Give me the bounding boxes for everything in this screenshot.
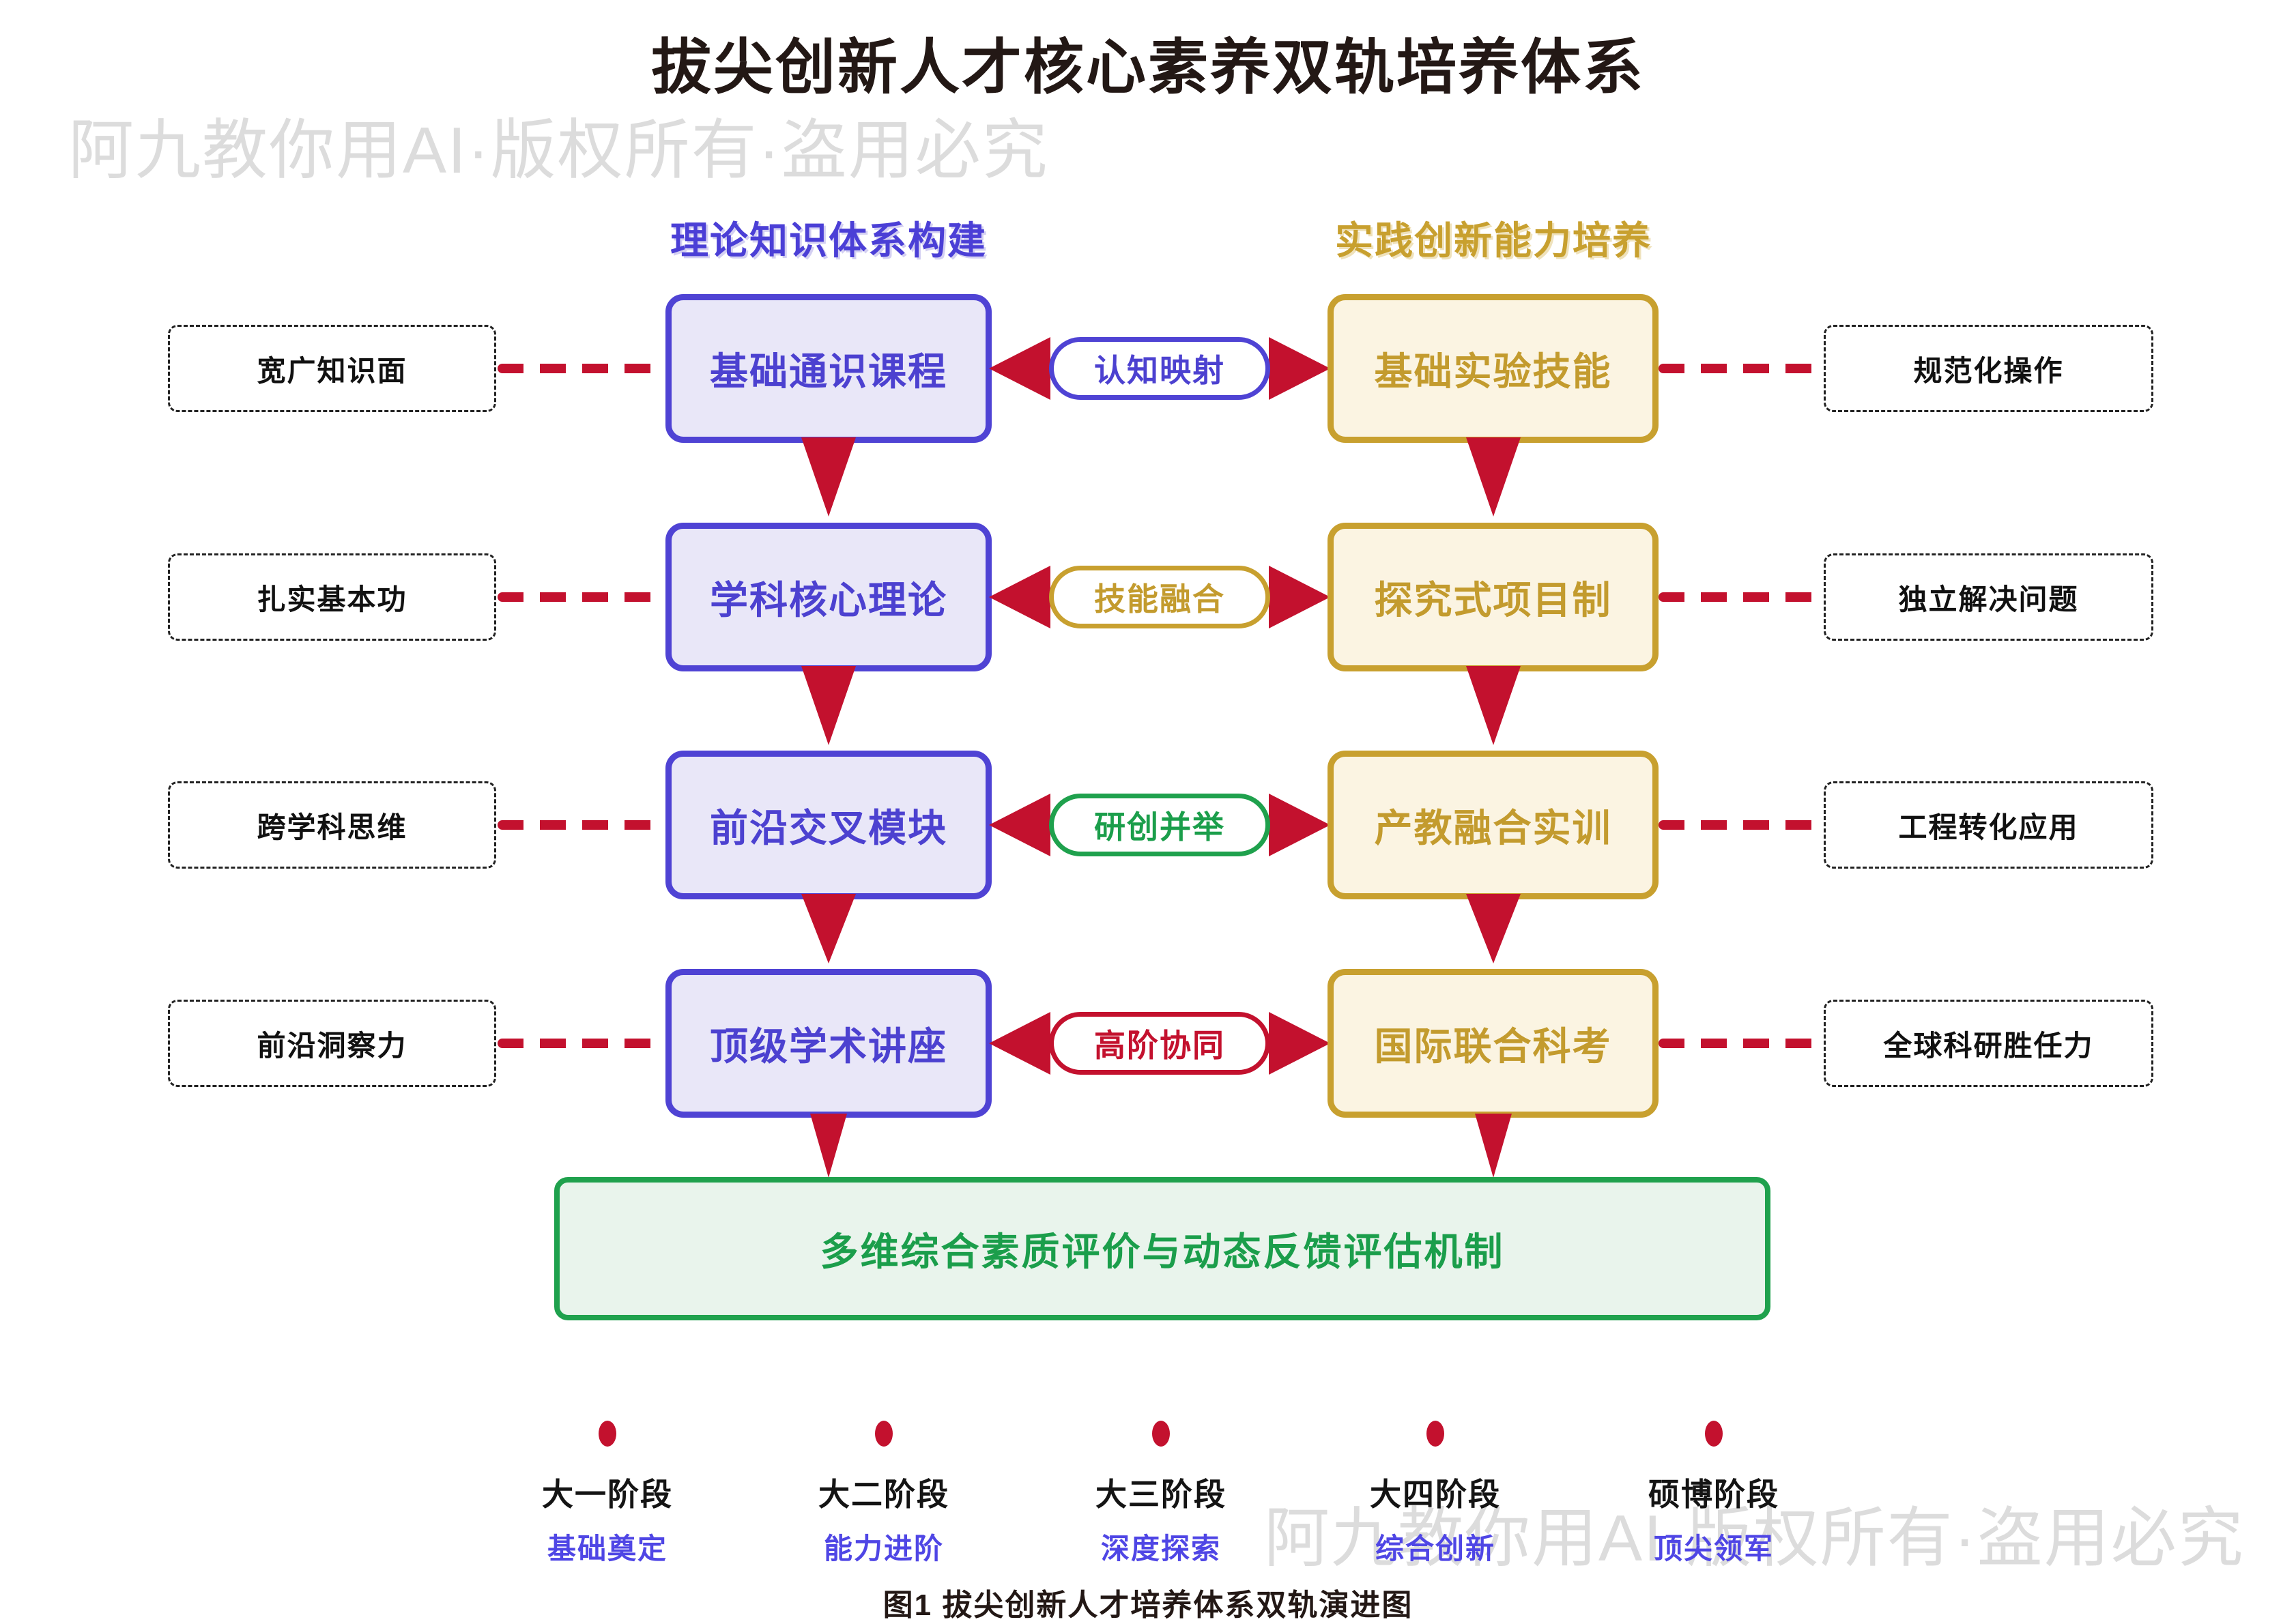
stage-legend: 大一阶段 基础奠定 大二阶段 能力进阶 大三阶段 深度探索 大四阶段 综合创新 …	[0, 1421, 2296, 1567]
evaluation-box: 多维综合素质评价与动态反馈评估机制	[554, 1177, 1770, 1320]
stage-focus-label: 顶尖领军	[1653, 1533, 1774, 1565]
figure-caption: 图1 拔尖创新人才培养体系双轨演进图	[882, 1589, 1414, 1622]
practice-box: 探究式项目制	[1328, 523, 1659, 671]
stage-focus-label: 基础奠定	[547, 1533, 668, 1565]
trait-box-right: 规范化操作	[1824, 325, 2153, 412]
trait-box-right: 独立解决问题	[1824, 553, 2153, 641]
dashed-connector-right	[1659, 820, 1824, 830]
arrow-left-icon	[989, 794, 1050, 856]
stage-dot-icon	[1426, 1421, 1444, 1447]
trait-box-left: 前沿洞察力	[168, 1000, 496, 1087]
legend-item: 硕博阶段 顶尖领军	[1591, 1421, 1837, 1567]
theory-box: 前沿交叉模块	[665, 751, 992, 899]
stage-label: 大二阶段	[818, 1477, 949, 1512]
stage-focus-label: 综合创新	[1375, 1533, 1495, 1565]
arrow-right-icon	[1269, 337, 1330, 400]
down-arrow-icon	[801, 437, 856, 517]
watermark-bottom: 阿九教你用AI·版权所有·盗用必究	[1264, 1502, 2245, 1575]
dashed-connector-left	[498, 592, 665, 602]
theory-box: 学科核心理论	[665, 523, 992, 671]
bridge-badge: 认知映射	[1049, 337, 1270, 400]
arrow-left-icon	[989, 566, 1050, 628]
trait-box-left: 跨学科思维	[168, 781, 496, 869]
arrow-right-icon	[1269, 1012, 1330, 1075]
theory-box: 基础通识课程	[665, 294, 992, 443]
practice-box: 基础实验技能	[1328, 294, 1659, 443]
stage-label: 大一阶段	[542, 1477, 673, 1512]
legend-item: 大四阶段 综合创新	[1312, 1421, 1558, 1567]
theory-box: 顶级学术讲座	[665, 969, 992, 1118]
down-arrow-icon	[1475, 1114, 1512, 1178]
down-arrow-icon	[1466, 894, 1521, 963]
legend-item: 大一阶段 基础奠定	[485, 1421, 730, 1567]
row-stage-4: 前沿洞察力 顶级学术讲座 高阶协同 国际联合科考 全球科研胜任力	[0, 969, 2296, 1178]
arrow-left-icon	[989, 1012, 1050, 1075]
row-stage-1: 宽广知识面 基础通识课程 认知映射 基础实验技能 规范化操作	[0, 294, 2296, 517]
arrow-right-icon	[1269, 566, 1330, 628]
down-arrow-icon	[801, 894, 856, 963]
dashed-connector-right	[1659, 364, 1824, 373]
row-stage-3: 跨学科思维 前沿交叉模块 研创并举 产教融合实训 工程转化应用	[0, 751, 2296, 963]
stage-dot-icon	[875, 1421, 893, 1447]
bridge-badge: 技能融合	[1049, 566, 1270, 628]
stage-label: 大四阶段	[1370, 1477, 1501, 1512]
trait-box-right: 工程转化应用	[1824, 781, 2153, 869]
practice-box: 产教融合实训	[1328, 751, 1659, 899]
dashed-connector-left	[498, 820, 665, 830]
stage-dot-icon	[1152, 1421, 1170, 1447]
trait-box-right: 全球科研胜任力	[1824, 1000, 2153, 1087]
down-arrow-icon	[810, 1114, 847, 1178]
trait-box-left: 宽广知识面	[168, 325, 496, 412]
trait-box-left: 扎实基本功	[168, 553, 496, 641]
stage-dot-icon	[599, 1421, 616, 1447]
stage-label: 硕博阶段	[1648, 1477, 1779, 1512]
dashed-connector-right	[1659, 1039, 1824, 1048]
legend-item: 大三阶段 深度探索	[1038, 1421, 1284, 1567]
down-arrow-icon	[1466, 666, 1521, 745]
practice-box: 国际联合科考	[1328, 969, 1659, 1118]
diagram-title: 拔尖创新人才核心素养双轨培养体系	[650, 33, 1645, 101]
arrow-right-icon	[1269, 794, 1330, 856]
arrow-left-icon	[989, 337, 1050, 400]
column-header-theory: 理论知识体系构建	[670, 219, 987, 262]
stage-focus-label: 深度探索	[1100, 1533, 1221, 1565]
stage-focus-label: 能力进阶	[823, 1533, 944, 1565]
column-header-practice: 实践创新能力培养	[1335, 219, 1652, 262]
dashed-connector-right	[1659, 592, 1824, 602]
legend-item: 大二阶段 能力进阶	[761, 1421, 1007, 1567]
bridge-badge: 高阶协同	[1049, 1012, 1270, 1075]
stage-label: 大三阶段	[1095, 1477, 1226, 1512]
stage-dot-icon	[1705, 1421, 1723, 1447]
dashed-connector-left	[498, 364, 665, 373]
row-stage-2: 扎实基本功 学科核心理论 技能融合 探究式项目制 独立解决问题	[0, 523, 2296, 745]
down-arrow-icon	[1466, 437, 1521, 517]
bridge-badge: 研创并举	[1049, 794, 1270, 856]
watermark-top: 阿九教你用AI·版权所有·盗用必究	[68, 114, 1049, 187]
dashed-connector-left	[498, 1039, 665, 1048]
down-arrow-icon	[801, 666, 856, 745]
